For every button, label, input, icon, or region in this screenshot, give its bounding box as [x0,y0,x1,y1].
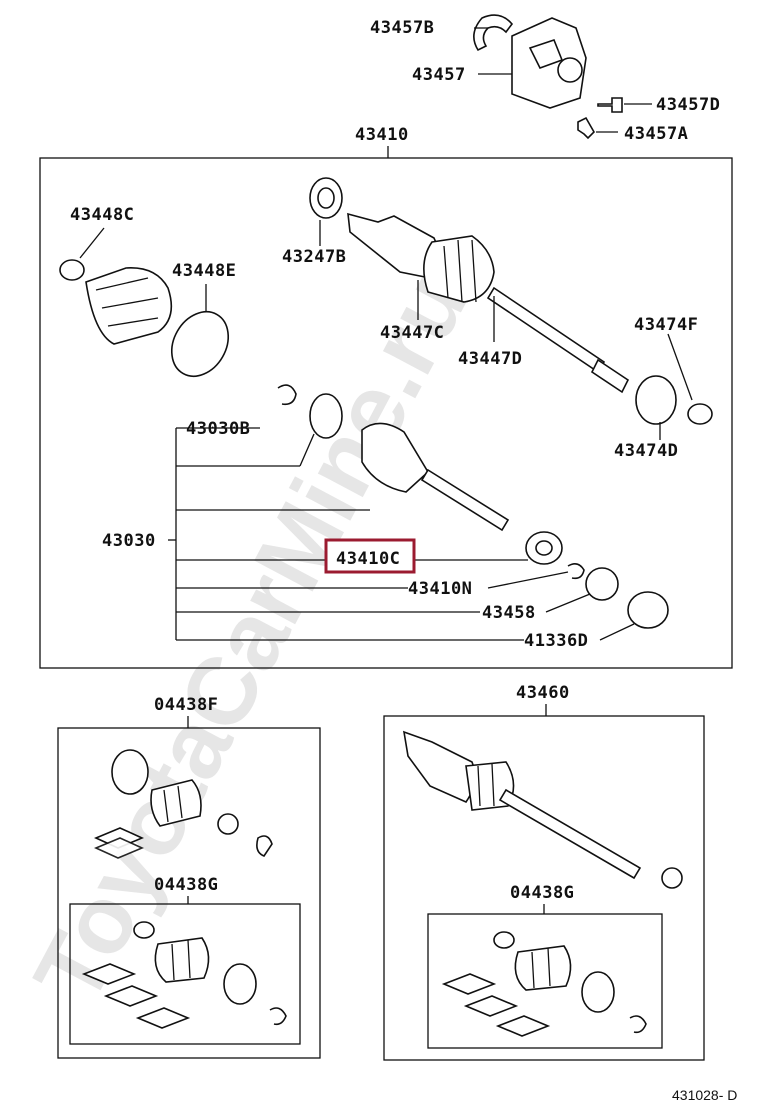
damper-43474d[interactable] [635,375,677,425]
boot-outboard[interactable] [85,267,173,345]
label-43457a[interactable]: 43457A [624,124,688,144]
grease-pack-f2[interactable] [93,837,145,859]
ring-f[interactable] [256,835,273,857]
boot-gr[interactable] [514,945,572,991]
bracket-43457[interactable] [511,17,587,109]
grease-pack-gl2[interactable] [103,985,159,1007]
assembly-box-43410 [39,157,733,669]
clamp-43448e[interactable] [160,302,239,387]
kit-04438g-left-parts [81,921,287,1029]
watermark: ToyotaCarMine.ru [14,255,488,1020]
snap-ring-43457b[interactable] [473,14,514,52]
shaft-43460[interactable] [498,788,642,880]
label-43458[interactable]: 43458 [482,603,536,623]
snap-ring-43030b[interactable] [277,384,297,406]
kit-04438f-parts [93,749,273,859]
boot-f[interactable] [150,779,202,827]
clamp-small-gr[interactable] [493,931,515,949]
kit-box-04438g-left [69,903,301,1045]
label-43474d[interactable]: 43474D [614,441,678,461]
grease-pack-gl3[interactable] [135,1007,191,1029]
clamp-43448c[interactable] [59,259,85,281]
ring-gr[interactable] [629,1015,647,1034]
label-04438f[interactable]: 04438F [154,695,218,715]
snap-ring-43410n[interactable] [567,562,585,580]
label-43030b[interactable]: 43030B [186,419,250,439]
clamp-large-gl[interactable] [223,963,257,1005]
label-43448e[interactable]: 43448E [172,261,236,281]
label-43410[interactable]: 43410 [355,125,409,145]
kit-04438g-right-parts [441,931,647,1037]
tripod-joint[interactable] [309,393,343,439]
assembly-box-43460 [383,715,705,1061]
label-41336d[interactable]: 41336D [524,631,588,651]
grease-pack-gr3[interactable] [495,1015,551,1037]
kit-box-04438f [57,727,321,1059]
label-43457b[interactable]: 43457B [370,18,434,38]
label-43410c[interactable]: 43410C [336,549,400,569]
label-43447d[interactable]: 43447D [458,349,522,369]
label-43030[interactable]: 43030 [102,531,156,551]
bolt-43457a[interactable] [577,116,595,140]
boot-43447c[interactable] [423,235,495,303]
bracket-hole [557,57,583,83]
clamp-small-gl[interactable] [133,921,155,939]
label-43457d[interactable]: 43457D [656,95,720,115]
kit-box-04438g-right [427,913,663,1049]
bearing-bracket-group [473,14,623,140]
clamp-large-gr[interactable] [581,971,615,1013]
seal-43458[interactable] [585,567,619,601]
highlight-43410c [324,538,416,574]
grease-pack-gl1[interactable] [81,963,137,985]
boot-gl[interactable] [154,937,210,983]
grease-pack-gr2[interactable] [463,995,519,1017]
label-43410n[interactable]: 43410N [408,579,472,599]
deflector-41336d[interactable] [627,591,669,629]
ring-gl[interactable] [269,1007,287,1026]
label-04438g-left[interactable]: 04438G [154,875,218,895]
label-43247b[interactable]: 43247B [282,247,346,267]
upper-shaft-group [309,177,713,425]
shaft-inner[interactable] [420,468,510,532]
outboard-boot-group [59,259,239,387]
outer-race-43030[interactable] [361,422,430,493]
shaft-spline [590,358,630,394]
label-04438g-right[interactable]: 04438G [510,883,574,903]
label-43474f[interactable]: 43474F [634,315,698,335]
clamp-small-f[interactable] [217,813,239,835]
clamp-43474f[interactable] [687,403,713,425]
diagram-code: 431028- D [672,1087,737,1103]
outer-cv-joint-43460[interactable] [402,730,476,803]
label-43457[interactable]: 43457 [412,65,466,85]
clamp-large-f[interactable] [111,749,149,795]
grease-pack-gr1[interactable] [441,973,497,995]
bolt-43457d[interactable] [597,97,623,113]
seal-inner [317,187,335,209]
inner-joint-group [277,384,669,629]
assembly-43460-parts [402,730,683,889]
label-43447c[interactable]: 43447C [380,323,444,343]
label-43448c[interactable]: 43448C [70,205,134,225]
label-43460[interactable]: 43460 [516,683,570,703]
clamp-43460[interactable] [661,867,683,889]
bearing-43410c-inner [535,540,553,556]
